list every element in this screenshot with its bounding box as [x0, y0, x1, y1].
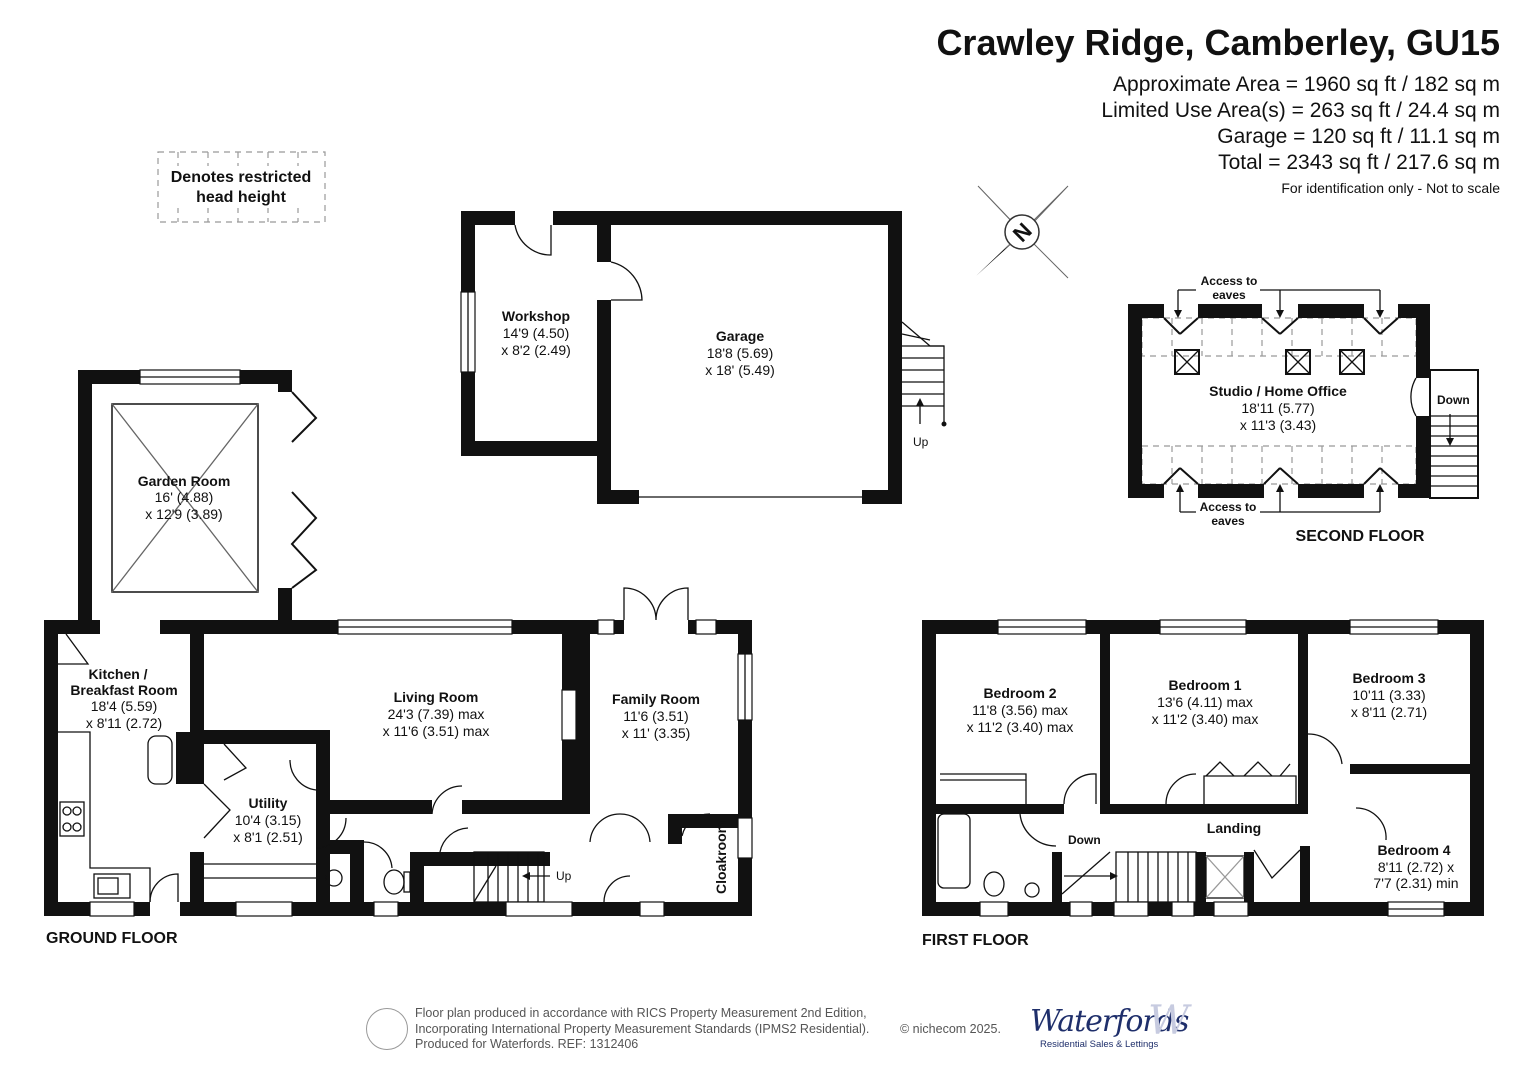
second-floor-plan: Access to eaves Access to eaves Down Stu… [1128, 274, 1479, 528]
limited-use-area: Limited Use Area(s) = 263 sq ft / 24.4 s… [1101, 99, 1500, 122]
studio-name: Studio / Home Office [1209, 383, 1347, 399]
eaves-top-line-2: eaves [1212, 288, 1246, 302]
kitchen-dim-2: x 8'11 (2.72) [86, 715, 162, 731]
garden-room-dim-1: 16' (4.88) [155, 489, 214, 505]
kitchen-name-1: Kitchen / [88, 666, 147, 682]
family-room-name: Family Room [612, 691, 700, 707]
family-room-dim-1: 11'6 (3.51) [623, 708, 688, 724]
eaves-bottom-line-2: eaves [1211, 514, 1245, 528]
approximate-area: Approximate Area = 1960 sq ft / 182 sq m [1113, 73, 1500, 96]
studio-dim-2: x 11'3 (3.43) [1240, 417, 1316, 433]
legend-line-2: head height [196, 189, 286, 206]
first-floor-plan: Down Bedroom 2 11'8 (3.56) max x 11'2 (3… [922, 619, 1484, 917]
landing-name: Landing [1207, 820, 1261, 836]
garage-dim-1: 18'8 (5.69) [707, 345, 774, 361]
second-floor-label: SECOND FLOOR [1296, 528, 1425, 545]
utility-dim-1: 10'4 (3.15) [235, 812, 302, 828]
bedroom3-dim-1: 10'11 (3.33) [1352, 687, 1425, 703]
footer-line-3: Produced for Waterfords. REF: 1312406 [415, 1037, 639, 1051]
waterfords-logo: W Waterfords Residential Sales & Letting… [1030, 998, 1189, 1050]
bedroom4-name: Bedroom 4 [1377, 842, 1450, 858]
studio-dim-1: 18'11 (5.77) [1241, 400, 1314, 416]
eaves-bottom-line-1: Access to [1200, 500, 1257, 514]
footer-line-2: Incorporating International Property Mea… [415, 1021, 870, 1036]
eaves-top-line-1: Access to [1201, 274, 1258, 288]
room-workshop: Workshop 14'9 (4.50) x 8'2 (2.49) [501, 308, 571, 358]
bedroom3-name: Bedroom 3 [1352, 670, 1425, 686]
garden-room-dim-2: x 12'9 (3.89) [145, 506, 222, 522]
first-floor-down-label: Down [1068, 833, 1101, 847]
family-room-dim-2: x 11' (3.35) [622, 725, 691, 741]
bedroom1-dim-1: 13'6 (4.11) max [1157, 694, 1253, 710]
bedroom2-name: Bedroom 2 [983, 685, 1056, 701]
logo-name: Waterfords [1030, 1004, 1189, 1039]
bedroom3-dim-2: x 8'11 (2.71) [1351, 704, 1427, 720]
garden-room-name: Garden Room [138, 473, 231, 489]
workshop-name: Workshop [502, 308, 570, 324]
garage-name: Garage [716, 328, 764, 344]
footer-notes: Floor plan produced in accordance with R… [415, 1006, 869, 1053]
ground-floor-plan: Garden Room 16' (4.88) x 12'9 (3.89) Kit… [44, 369, 753, 917]
bedroom4-dim-1: 8'11 (2.72) x [1378, 859, 1454, 875]
garage-area: Garage = 120 sq ft / 11.1 sq m [1217, 125, 1500, 148]
property-title: Crawley Ridge, Camberley, GU15 [936, 22, 1500, 63]
garage-stair-up-label: Up [913, 435, 929, 449]
room-garage: Garage 18'8 (5.69) x 18' (5.49) [705, 328, 775, 378]
restricted-height-legend: Denotes restricted head height [157, 151, 326, 223]
living-room-dim-1: 24'3 (7.39) max [388, 706, 485, 722]
workshop-dim-1: 14'9 (4.50) [503, 325, 570, 341]
logo-mark: W [1148, 998, 1190, 1044]
ground-floor-label: GROUND FLOOR [46, 930, 178, 947]
garage-dim-2: x 18' (5.49) [705, 362, 775, 378]
bedroom2-dim-1: 11'8 (3.56) max [972, 702, 1068, 718]
utility-dim-2: x 8'1 (2.51) [233, 829, 303, 845]
person-icon [366, 1008, 408, 1050]
kitchen-name-2: Breakfast Room [70, 682, 177, 698]
scale-disclaimer: For identification only - Not to scale [1281, 180, 1500, 196]
ground-stair-up-label: Up [556, 869, 572, 883]
bedroom1-name: Bedroom 1 [1168, 677, 1241, 693]
cloakroom-name: Cloakroom [713, 821, 729, 894]
footer-line-1: Floor plan produced in accordance with R… [415, 1006, 867, 1020]
legend-line-1: Denotes restricted [171, 169, 312, 186]
compass-icon: N [976, 185, 1069, 279]
workshop-dim-2: x 8'2 (2.49) [501, 342, 571, 358]
first-floor-label: FIRST FLOOR [922, 932, 1029, 949]
bedroom4-dim-2: 7'7 (2.31) min [1373, 875, 1458, 891]
kitchen-dim-1: 18'4 (5.59) [91, 698, 158, 714]
garage-block: Up [460, 211, 947, 504]
living-room-name: Living Room [394, 689, 479, 705]
total-area: Total = 2343 sq ft / 217.6 sq m [1218, 151, 1500, 174]
bedroom2-dim-2: x 11'2 (3.40) max [967, 719, 1074, 735]
bedroom1-dim-2: x 11'2 (3.40) max [1152, 711, 1259, 727]
living-room-dim-2: x 11'6 (3.51) max [383, 723, 490, 739]
second-floor-down-label: Down [1437, 393, 1470, 407]
area-summary: Approximate Area = 1960 sq ft / 182 sq m… [1101, 72, 1500, 198]
utility-name: Utility [249, 795, 288, 811]
logo-tagline: Residential Sales & Lettings [1040, 1039, 1159, 1050]
copyright: © nichecom 2025. [900, 1022, 1001, 1036]
